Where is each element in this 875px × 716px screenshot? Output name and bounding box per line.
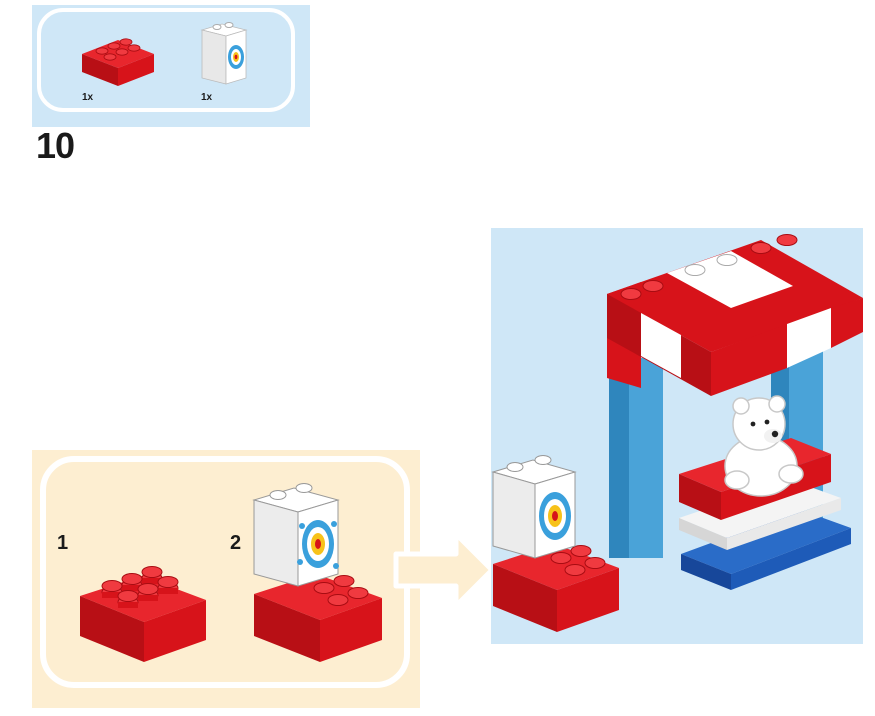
- step-number: 10: [36, 125, 75, 166]
- part-quantity: 1x: [201, 92, 213, 103]
- part-red-brick-icon: [82, 38, 154, 86]
- sub-step-number: 1: [57, 532, 69, 554]
- target-assembly-icon: [252, 483, 382, 662]
- completed-booth-icon: [491, 234, 863, 632]
- sub-step-number: 2: [230, 532, 242, 554]
- part-quantity: 1x: [82, 92, 94, 103]
- part-target-tile-icon: [200, 22, 248, 85]
- polar-bear-figure: [724, 395, 804, 497]
- arrow-right-icon: [393, 531, 495, 609]
- red-brick-icon: [80, 566, 206, 662]
- parts-list-frame: [37, 8, 295, 112]
